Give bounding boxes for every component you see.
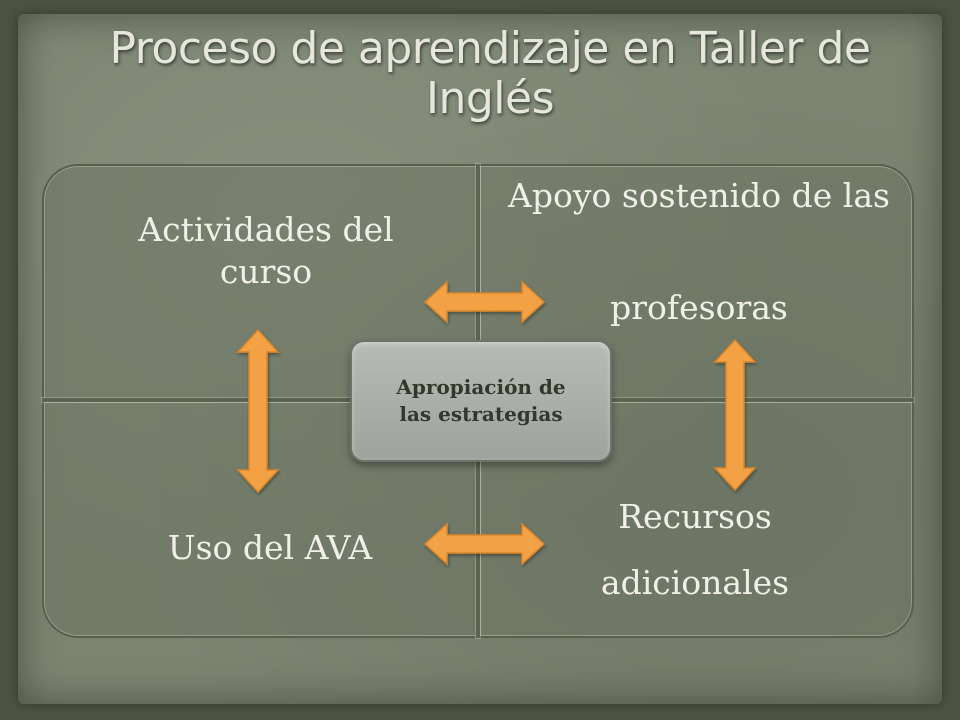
double-arrow-left: [236, 328, 280, 494]
double-arrow-bottom: [423, 522, 546, 566]
label-recursos-line2: adicionales: [600, 563, 790, 602]
double-arrow-right: [713, 338, 757, 492]
label-uso-ava: Uso del AVA: [167, 528, 373, 567]
center-box: Apropiación de las estrategias: [350, 340, 612, 462]
slide-title: Proceso de aprendizaje en Taller de Ingl…: [109, 23, 871, 124]
center-label: Apropiación de las estrategias: [396, 375, 566, 426]
label-recursos-line1: Recursos: [618, 497, 772, 536]
label-apoyo-line2: profesoras: [610, 288, 788, 327]
label-apoyo-line1: Apoyo sostenido de las: [508, 176, 890, 215]
double-arrow-top: [423, 280, 546, 324]
label-actividades: Actividades del curso: [138, 210, 394, 291]
